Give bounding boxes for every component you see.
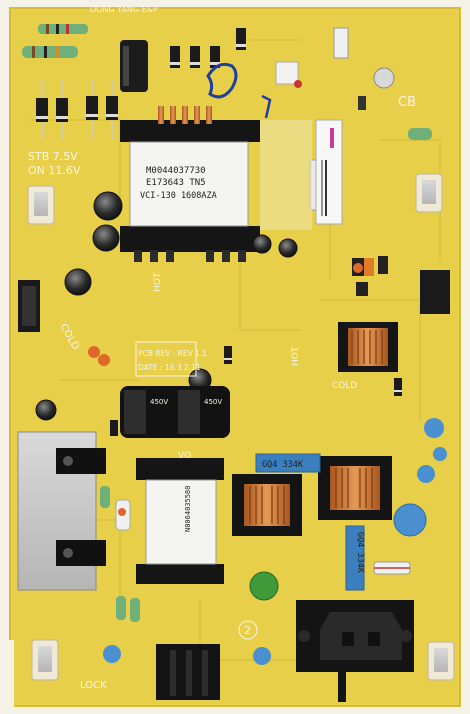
transformer-label-line1: M0044037730 xyxy=(146,166,206,176)
common-mode-choke-1 xyxy=(232,474,302,536)
aux-transformer-label: N0064035580 xyxy=(184,486,192,532)
barcode-sticker xyxy=(315,119,343,225)
resistor-bank-top xyxy=(22,24,88,58)
heatsink-left xyxy=(17,431,106,591)
diodes-middle xyxy=(110,346,402,436)
lock-label: LOCK xyxy=(80,680,107,691)
hot-label-main: HOT xyxy=(153,272,163,292)
resistor-top-right xyxy=(408,128,432,140)
thermistor xyxy=(249,571,279,601)
vo-label: VO xyxy=(178,451,191,461)
diodes-top-row xyxy=(170,28,246,68)
inductor-right xyxy=(338,322,398,372)
bulk-cap-1-label: 450V xyxy=(150,398,168,406)
x-capacitor-2: GQ4 334K xyxy=(345,525,365,591)
diodes-top-left xyxy=(36,80,118,140)
standby-voltage-label: STB 7.5V xyxy=(28,150,78,163)
hot-label-right: HOT xyxy=(291,346,301,366)
connector-right xyxy=(420,270,450,314)
capacitor-top xyxy=(120,40,148,92)
maker-label: DONG YANG E&P xyxy=(90,5,158,14)
fuse xyxy=(373,561,411,575)
pen-mark xyxy=(206,62,238,99)
film-cap-1-label: GQ4 334K xyxy=(262,460,304,470)
ac-inlet xyxy=(296,600,414,702)
resistors-bottom-left xyxy=(100,486,140,622)
mounting-clip-bottom-right xyxy=(427,641,455,681)
electrolytic-caps-left xyxy=(35,191,298,421)
cb-label: CB xyxy=(398,95,416,110)
on-voltage-label: ON 11.6V xyxy=(28,164,81,177)
cold-label-right: COLD xyxy=(332,381,357,391)
optocoupler xyxy=(275,61,299,85)
pcb-rev-label: PCB REV : REV 1.1 xyxy=(138,349,207,358)
pcb-date-label: DATE : 16.3 2.11 xyxy=(138,363,201,372)
main-transformer: M0044037730 E173643 TN5 VCI-130 1608AZA xyxy=(120,106,260,262)
small-cap-top-right xyxy=(373,67,395,89)
common-mode-choke-2 xyxy=(318,456,392,520)
mounting-clip-bottom-left xyxy=(31,639,59,681)
ceramic-caps-orange xyxy=(88,263,363,366)
bulk-cap-2-label: 450V xyxy=(204,398,222,406)
mounting-clip-top-right xyxy=(415,173,443,213)
x-capacitor-1: GQ4 334K xyxy=(255,453,321,473)
secondary-transformer: N0064035580 xyxy=(136,458,224,584)
film-cap-2-label: GQ4 334K xyxy=(355,532,365,574)
bulk-capacitors: 450V 450V xyxy=(120,386,230,438)
pcb-rev-box: PCB REV : REV 1.1 DATE : 16.3 2.11 xyxy=(135,341,207,377)
connector-bottom xyxy=(156,644,220,700)
disc-capacitors-blue xyxy=(103,418,447,665)
fuse-number-label: 2 xyxy=(244,624,251,637)
connector-left xyxy=(18,280,40,332)
transformer-label-line3: VCI-130 1608AZA xyxy=(140,191,217,201)
transformer-label-line2: E173643 TN5 xyxy=(146,178,206,188)
mounting-clip-top-left xyxy=(27,185,55,225)
